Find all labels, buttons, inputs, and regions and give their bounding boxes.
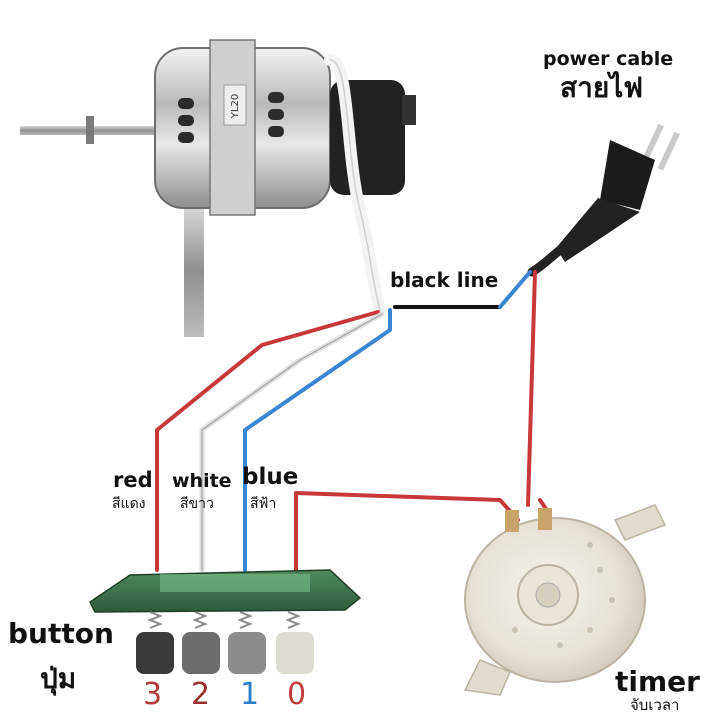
- wire-blue: [243, 308, 392, 572]
- button-key-2: [182, 632, 220, 674]
- mounting-post: [184, 205, 204, 337]
- red-label: red: [113, 468, 153, 492]
- timer-label: timer: [615, 665, 700, 698]
- button-number-2: 2: [191, 677, 211, 712]
- motor-vents: [178, 92, 284, 143]
- white-thai-label: สีขาว: [180, 496, 214, 512]
- power-cord: [527, 245, 565, 277]
- wire-cord-red: [526, 270, 537, 507]
- motor-marking: YL20: [230, 94, 241, 119]
- timer: [463, 504, 667, 696]
- plug-prong-2: [657, 131, 680, 171]
- fan-motor: YL20: [20, 39, 416, 337]
- button-key-1: [228, 632, 266, 674]
- power-plug: [527, 123, 680, 277]
- motor-stator-band: [209, 39, 256, 216]
- wires: [155, 270, 550, 573]
- button-label: button: [8, 617, 114, 650]
- blue-label: blue: [242, 464, 299, 490]
- timer-terminal-2: [538, 508, 552, 530]
- wire-white-outline: [201, 313, 383, 571]
- button-number-1: 1: [240, 677, 260, 712]
- button-key-3: [136, 632, 174, 674]
- wire-red: [155, 310, 380, 572]
- red-thai-label: สีแดง: [112, 496, 146, 512]
- shaft-collar: [86, 116, 94, 144]
- button-number-3: 3: [143, 677, 163, 712]
- button-switch: [89, 569, 362, 674]
- timer-terminal-1: [505, 510, 519, 532]
- timer-thai-label: จับเวลา: [630, 696, 680, 714]
- plug-prong-1: [641, 123, 664, 163]
- wire-cord-blue: [498, 270, 532, 309]
- button-thai-label: ปุ่ม: [40, 662, 77, 695]
- motor-shaft: [20, 126, 170, 135]
- power-cable-label: power cable: [543, 48, 674, 70]
- power-cable-thai-label: สายไฟ: [560, 71, 644, 104]
- black-line-label: black line: [390, 268, 499, 292]
- button-number-0: 0: [287, 677, 307, 712]
- button-key-0: [276, 632, 314, 674]
- blue-thai-label: สีฟ้า: [250, 496, 277, 512]
- white-label: white: [172, 470, 232, 492]
